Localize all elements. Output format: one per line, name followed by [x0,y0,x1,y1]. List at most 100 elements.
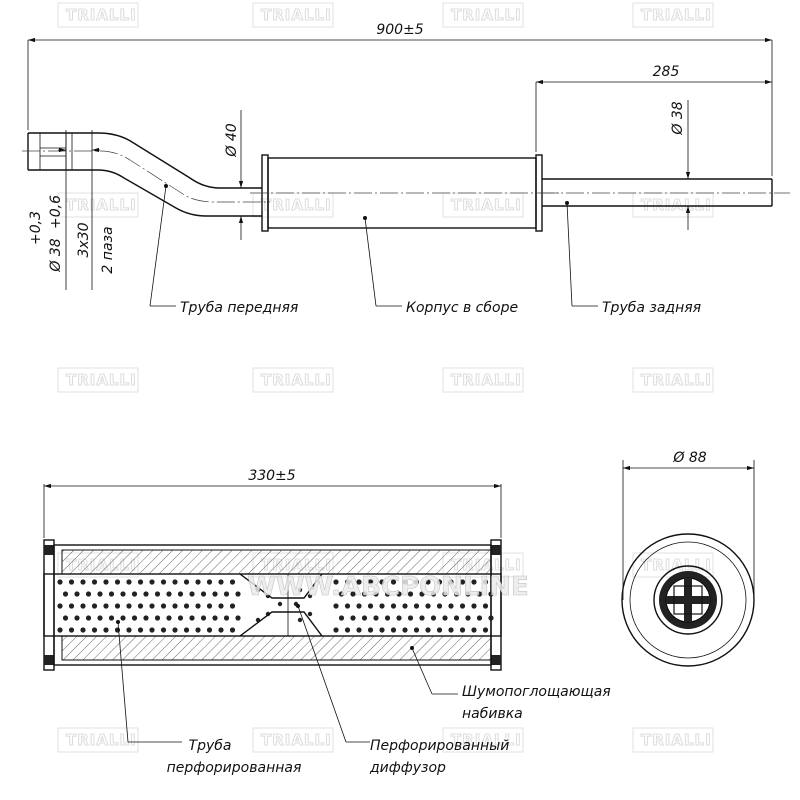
diffuser-hole [277,601,283,607]
dimension-body-length: 330±5 [43,468,502,538]
perforation-hole [453,591,460,597]
perforation-hole [189,591,195,597]
perforation-hole [74,591,80,597]
perforation-hole [402,603,408,609]
perforation-hole [80,579,86,585]
perforation-hole [108,591,115,597]
perforation-hole [488,615,494,621]
perforation-hole [91,627,98,633]
inlet-tolerance-upper: +0,6 [48,195,64,229]
slot-count-value: 2 паза [100,226,116,273]
perforation-hole [108,615,115,621]
watermark-frame [57,192,139,218]
watermark-brand: TRIALLI [261,731,332,749]
watermark-frame [632,727,714,753]
watermark-frame [632,367,714,393]
perforation-hole [149,627,155,633]
perforation-hole [166,615,172,621]
perforation-hole [384,615,391,621]
perforation-hole [413,603,420,609]
perforation-hole [425,603,431,609]
front-pipe-label: Труба передняя [180,300,298,316]
perforation-hole [223,615,230,621]
perforation-hole [338,615,345,621]
label-packing: Шумопоглощающая набивка [410,646,611,722]
perforation-hole [419,591,425,597]
perforation-hole [373,591,379,597]
perforation-hole [200,615,207,621]
perforation-hole [235,615,241,621]
label-rear-pipe: Труба задняя [565,201,701,316]
perforation-hole [407,591,414,597]
perforation-hole [356,603,362,609]
perforation-hole [103,603,109,609]
perforation-hole [103,627,109,633]
perforation-hole [91,579,98,585]
perforation-hole [471,579,477,585]
perforation-hole [384,591,391,597]
perforation-hole [413,579,420,585]
perforation-hole [448,579,454,585]
perforation-hole [172,627,178,633]
perforation-hole [160,627,167,633]
perforation-hole [476,591,483,597]
diffuser-label-line1: Перфорированный [370,738,509,754]
dimension-overall-length: 900±5 [27,22,773,176]
dimension-inlet: +0,3 Ø 38 +0,6 3x30 2 паза [28,130,116,290]
end-view: Ø 88 [621,450,755,667]
watermark-frame [252,2,334,28]
perforation-hole [442,615,448,621]
perforation-hole [195,627,201,633]
perforation-hole [448,627,454,633]
perforation-hole [114,603,121,609]
perforation-hole [402,579,408,585]
dimension-body-diameter: Ø 88 [622,450,755,600]
perforation-hole [390,579,397,585]
assembly-view: 900±5 285 Ø 40 Ø 38 +0,3 Ø 38 +0,6 [22,22,790,316]
perforated-pipe-label-line1: Труба [189,738,232,754]
perforation-hole [183,603,190,609]
perforation-hole [195,603,201,609]
watermark-frame [57,367,139,393]
watermark-frame [252,367,334,393]
site-watermark: WWW.ABCPONLINE [247,572,529,602]
body-length-value: 330±5 [248,468,295,484]
perforation-hole [471,627,477,633]
perforation-hole [172,603,178,609]
perforated-pipe-label-line2: перфорированная [167,760,302,776]
body-assembly-label: Корпус в сборе [406,300,518,316]
label-diffuser: Перфорированный диффузор [296,604,509,776]
perforation-hole [229,579,236,585]
perforation-hole [218,603,224,609]
perforation-hole [476,615,483,621]
perforation-hole [97,591,103,597]
perforation-hole [229,627,236,633]
perforation-hole [344,627,351,633]
perforation-hole [218,627,224,633]
slot-size-value: 3x30 [76,222,92,257]
perforation-hole [229,603,236,609]
watermark-brand: TRIALLI [451,196,522,214]
perforation-hole [344,579,351,585]
perforation-hole [137,627,144,633]
inlet-tolerance-lower: +0,3 [28,211,44,245]
perforation-hole [361,615,368,621]
watermark-brand: TRIALLI [641,196,712,214]
perforation-holes [57,579,494,633]
diffuser-label-line2: диффузор [369,760,446,776]
watermark-frame [442,2,524,28]
perforation-hole [413,627,420,633]
perforation-hole [402,627,408,633]
rear-length-value: 285 [653,64,680,80]
perforation-hole [137,579,144,585]
perforation-hole [235,591,241,597]
perforation-hole [143,591,149,597]
perforation-hole [206,603,213,609]
perforation-hole [482,579,489,585]
left-end-cap [43,539,55,671]
perforation-hole [154,615,161,621]
perforation-hole [356,579,362,585]
perforation-hole [85,615,92,621]
watermark-brand: TRIALLI [641,731,712,749]
